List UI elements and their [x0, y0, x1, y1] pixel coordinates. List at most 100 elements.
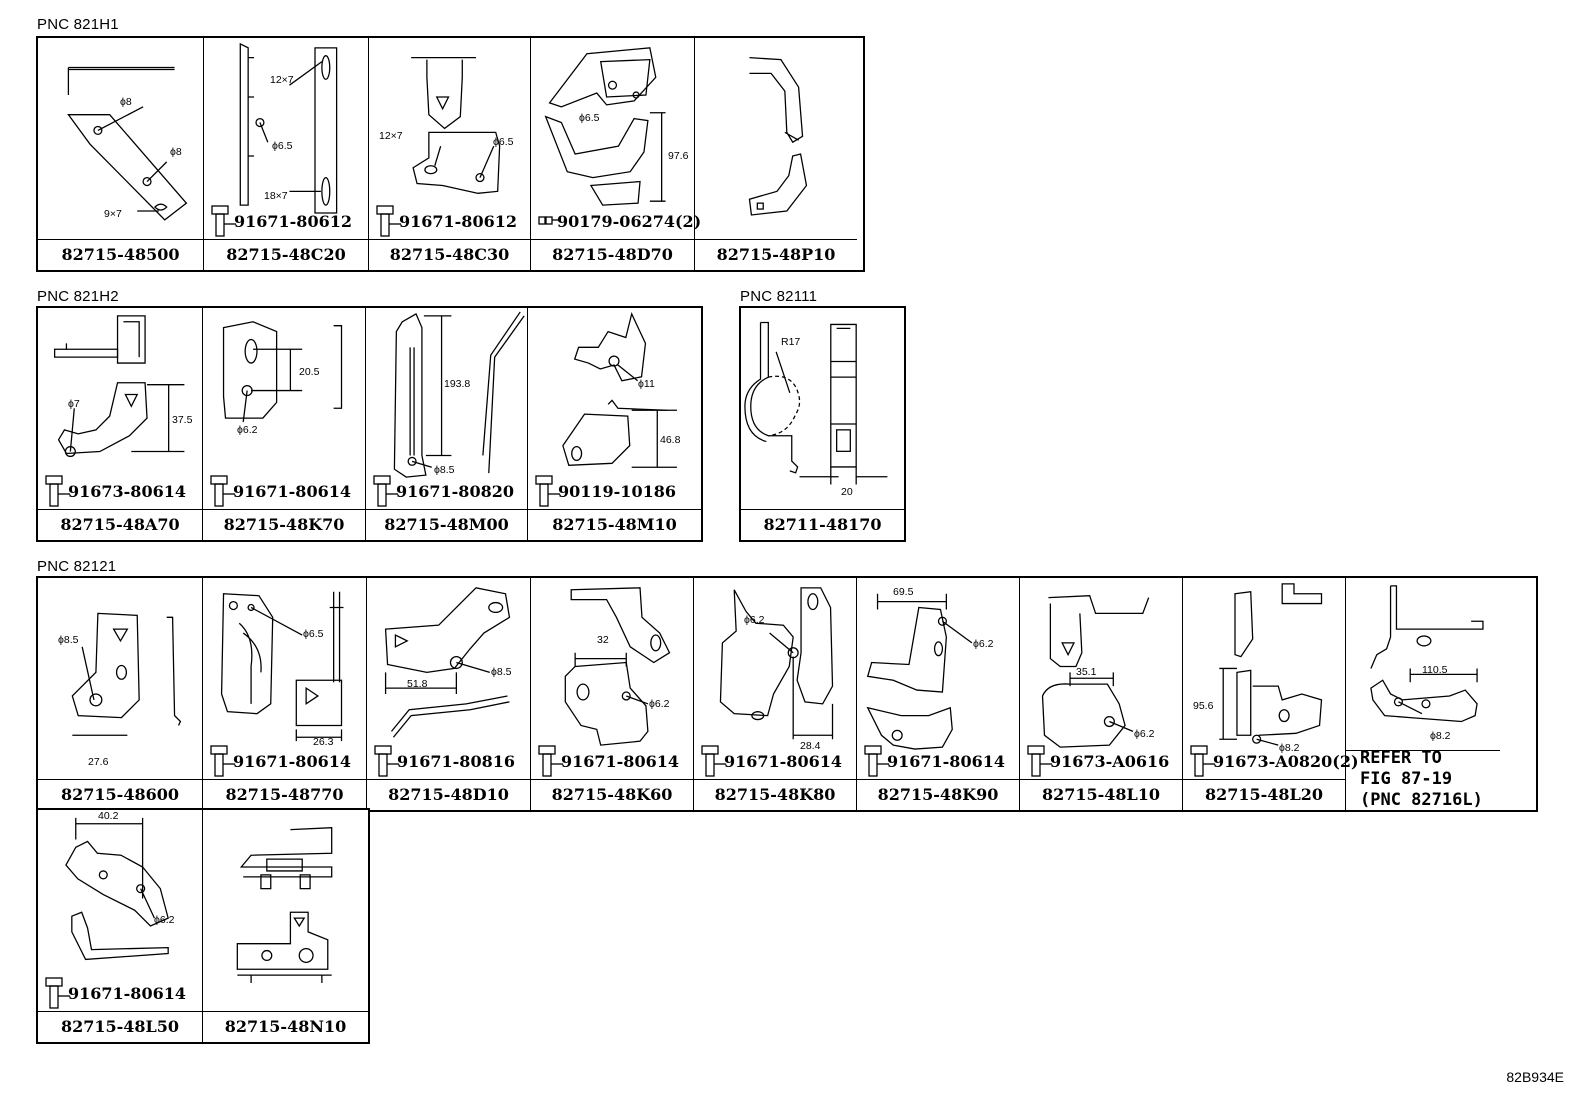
part-cell[interactable]: ϕ6.2 28.4 91671-80614 82715-48K80	[694, 578, 857, 810]
part-cell-reference[interactable]: 110.5 ϕ8.2 REFER TO FIG 87-19 (PNC 82716…	[1346, 578, 1500, 810]
bolt-callout: 90119-10186	[534, 474, 676, 508]
dim-label: ϕ6.2	[237, 424, 258, 436]
part-cell[interactable]: 40.2 ϕ6.2 91671-80614 82715-48L50	[38, 810, 203, 1042]
bracket-drawing	[384, 587, 511, 738]
dim-label: ϕ6.5	[303, 628, 324, 640]
bracket-drawing	[393, 311, 525, 478]
parts-grid-82121: ϕ8.5 27.6 82715-48600 ϕ6.5 26.3 91671-80…	[36, 576, 1538, 812]
part-cell[interactable]: ϕ11 46.8 90119-10186 82715-48M10	[528, 308, 701, 540]
bracket-drawing	[411, 57, 501, 194]
part-cell[interactable]: 69.5 ϕ6.2 91671-80614 82715-48K90	[857, 578, 1020, 810]
dim-label: ϕ8	[120, 96, 132, 108]
bolt-part-number: 91671-80614	[233, 751, 351, 771]
part-cell[interactable]: 82715-48N10	[203, 810, 368, 1042]
bracket-drawing	[1041, 595, 1150, 748]
dim-label: 20	[841, 486, 853, 498]
dim-label: 69.5	[893, 586, 914, 598]
bracket-drawing	[53, 315, 185, 458]
dim-label: ϕ7	[68, 398, 80, 410]
part-cell[interactable]: ϕ6.5 97.6 90179-06274(2) 82715-48D70	[531, 38, 701, 270]
dim-label: ϕ6.2	[154, 914, 175, 926]
bolt-callout: 91671-80614	[863, 744, 1005, 778]
bracket-drawing	[748, 57, 808, 216]
reference-note-line: REFER TO	[1360, 748, 1442, 768]
part-cell[interactable]: 12×7 ϕ6.5 18×7 91671-80612 82715-48C20	[204, 38, 369, 270]
part-cell[interactable]: 95.6 ϕ8.2 91673-A0820(2) 82715-48L20	[1183, 578, 1359, 810]
part-number: 82715-48N10	[203, 1011, 368, 1042]
dim-label: 35.1	[1076, 666, 1097, 678]
bolt-part-number: 91671-80614	[724, 751, 842, 771]
part-cell[interactable]: ϕ8 ϕ8 9×7 82715-48500	[38, 38, 204, 270]
part-cell[interactable]: 20.5 ϕ6.2 91671-80614 82715-48K70	[203, 308, 366, 540]
bolt-callout: 90179-06274(2)	[537, 204, 701, 238]
dim-label: 193.8	[444, 378, 471, 390]
dim-label: 28.4	[800, 740, 821, 752]
bolt-icon	[538, 745, 563, 777]
bracket-drawing	[719, 587, 834, 740]
bolt-icon	[538, 216, 559, 225]
bolt-callout: 91671-80614	[209, 744, 351, 778]
bolt-part-number: 91671-80612	[399, 211, 517, 231]
dim-label: ϕ11	[638, 378, 655, 390]
bracket-drawing	[65, 817, 169, 961]
part-cell[interactable]: ϕ8.5 27.6 82715-48600	[38, 578, 203, 810]
part-number: 82715-48L50	[38, 1011, 202, 1042]
part-number: 82715-48P10	[695, 239, 857, 270]
bracket-drawing	[220, 591, 344, 742]
dim-label: ϕ6.5	[272, 140, 293, 152]
reference-note-line: (PNC 82716L)	[1360, 790, 1483, 810]
bolt-callout: 91673-A0616	[1026, 744, 1169, 778]
part-cell[interactable]: ϕ6.5 26.3 91671-80614 82715-48770	[203, 578, 367, 810]
part-cell[interactable]: R17 20 82711-48170	[741, 308, 904, 540]
illustration-code: 82B934E	[1506, 1069, 1564, 1085]
part-number: 82715-48K90	[857, 779, 1019, 810]
group-label-821h1: PNC 821H1	[37, 16, 119, 33]
part-cell[interactable]: 35.1 ϕ6.2 91673-A0616 82715-48L10	[1020, 578, 1183, 810]
part-cell[interactable]: 32 ϕ6.2 91671-80614 82715-48K60	[531, 578, 694, 810]
bolt-icon	[210, 745, 235, 777]
dim-label: 12×7	[270, 74, 294, 86]
group-label-82121: PNC 82121	[37, 558, 117, 575]
bolt-part-number: 91673-A0820(2)	[1213, 751, 1359, 771]
dim-label: ϕ8.5	[434, 464, 455, 476]
dim-label: ϕ6.2	[973, 638, 994, 650]
dim-label: ϕ6.2	[1134, 728, 1155, 740]
bracket-drawing	[544, 47, 666, 206]
dim-label: ϕ6.5	[493, 136, 514, 148]
dim-label: 37.5	[172, 414, 193, 426]
bolt-part-number: 91671-80614	[887, 751, 1005, 771]
part-cell[interactable]: 51.8 ϕ8.5 91671-80816 82715-48D10	[367, 578, 531, 810]
dim-label: 18×7	[264, 190, 288, 202]
reference-note: REFER TO FIG 87-19 (PNC 82716L)	[1360, 748, 1483, 811]
part-number: 82715-48770	[203, 779, 366, 810]
part-cell[interactable]: ϕ7 37.5 91673-80614 82715-48A70	[38, 308, 203, 540]
dim-label: 95.6	[1193, 700, 1214, 712]
part-number: 82715-48L20	[1183, 779, 1345, 810]
bolt-part-number: 90179-06274(2)	[557, 211, 702, 231]
part-cell[interactable]: 193.8 ϕ8.5 91671-80820 82715-48M00	[366, 308, 528, 540]
dim-label: 9×7	[104, 208, 122, 220]
bolt-icon	[210, 475, 235, 507]
dim-label: ϕ8.2	[1279, 742, 1300, 754]
bolt-icon	[211, 205, 236, 237]
bolt-callout: 91671-80612	[210, 204, 352, 238]
part-cell[interactable]: 12×7 ϕ6.5 91671-80612 82715-48C30	[369, 38, 531, 270]
bolt-callout: 91671-80614	[209, 474, 351, 508]
bracket-drawing	[1219, 583, 1323, 746]
part-number: 82711-48170	[741, 509, 904, 540]
dim-label: 32	[597, 634, 609, 646]
bolt-icon	[864, 745, 889, 777]
bolt-icon	[1027, 745, 1052, 777]
bolt-icon	[535, 475, 560, 507]
part-cell[interactable]: 82715-48P10	[695, 38, 857, 270]
dim-label: 51.8	[407, 678, 428, 690]
bolt-icon	[373, 475, 398, 507]
bolt-part-number: 91671-80614	[233, 481, 351, 501]
bolt-callout: 91671-80820	[372, 474, 514, 508]
part-number: 82715-48K80	[694, 779, 856, 810]
part-number: 82715-48C20	[204, 239, 368, 270]
reference-note-line: FIG 87-19	[1360, 769, 1453, 789]
dim-label: R17	[781, 336, 801, 348]
bolt-callout: 91673-A0820(2)	[1189, 744, 1359, 778]
bolt-part-number: 91671-80614	[68, 983, 186, 1003]
